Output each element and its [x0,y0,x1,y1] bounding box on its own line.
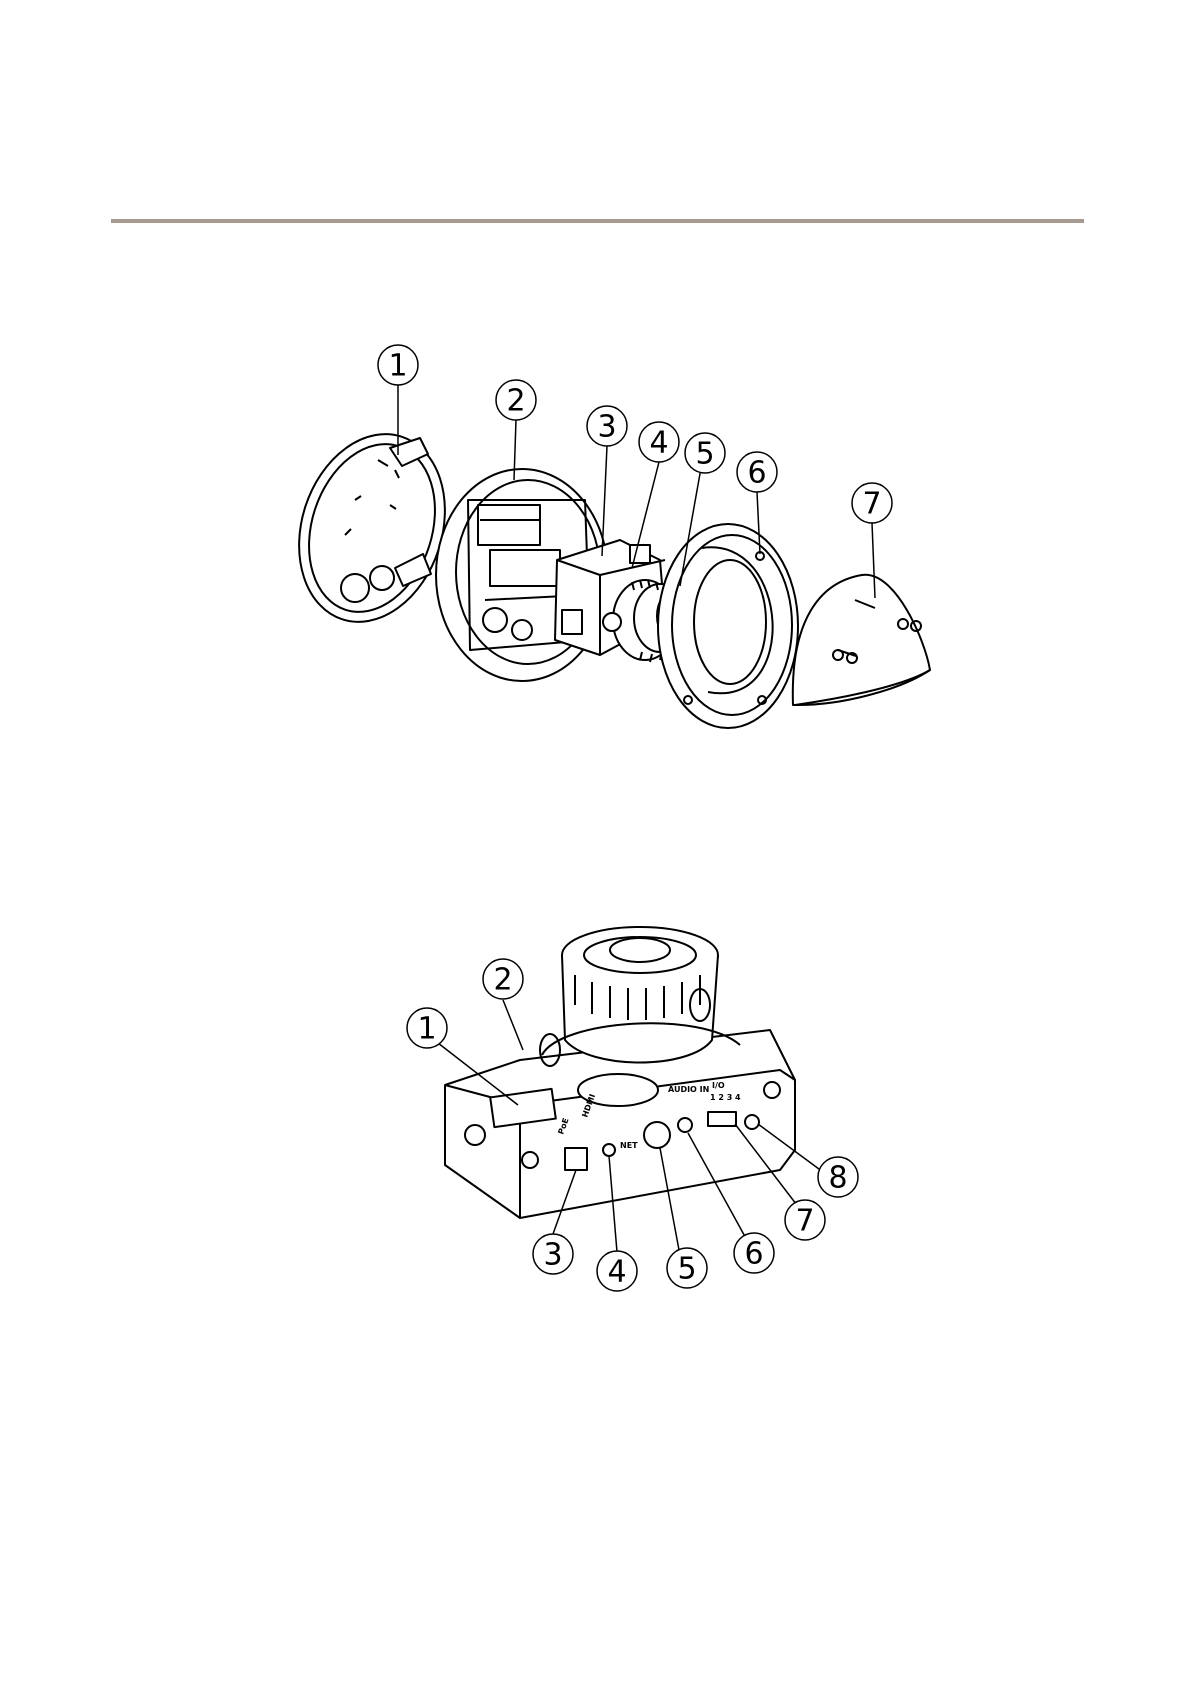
callout-6: 6 [737,452,777,492]
callout-2: 2 [483,959,523,999]
svg-text:3: 3 [597,410,616,445]
callout-7: 7 [785,1200,825,1240]
callout-7: 7 [852,483,892,523]
callout-5: 5 [667,1248,707,1288]
svg-text:5: 5 [677,1252,696,1287]
callout-3: 3 [533,1234,573,1274]
svg-text:2: 2 [506,384,525,419]
callout-2: 2 [496,380,536,420]
callout-4: 4 [639,422,679,462]
svg-text:1: 1 [417,1012,436,1047]
svg-text:4: 4 [649,426,668,461]
svg-text:7: 7 [862,487,881,522]
net-label: NET [620,1141,638,1150]
callout-3: 3 [587,406,627,446]
svg-text:5: 5 [695,437,714,472]
svg-text:6: 6 [744,1237,763,1272]
audio-in-label: AUDIO IN [668,1085,709,1094]
svg-text:4: 4 [607,1255,626,1290]
cover-drawing [793,575,930,705]
dome-drawing [658,524,798,728]
svg-text:1: 1 [388,349,407,384]
svg-text:6: 6 [747,456,766,491]
io-label: I/O [712,1081,725,1090]
svg-text:2: 2 [493,963,512,998]
callout-1: 1 [378,345,418,385]
callout-6: 6 [734,1233,774,1273]
callout-1: 1 [407,1008,447,1048]
io-pins-label: 1 2 3 4 [710,1093,741,1102]
svg-text:8: 8 [828,1161,847,1196]
callout-group-fig1: 1 2 3 4 5 6 7 [378,345,892,523]
svg-text:3: 3 [543,1238,562,1273]
callout-8: 8 [818,1157,858,1197]
callout-5: 5 [685,433,725,473]
callout-4: 4 [597,1251,637,1291]
svg-text:7: 7 [795,1204,814,1239]
